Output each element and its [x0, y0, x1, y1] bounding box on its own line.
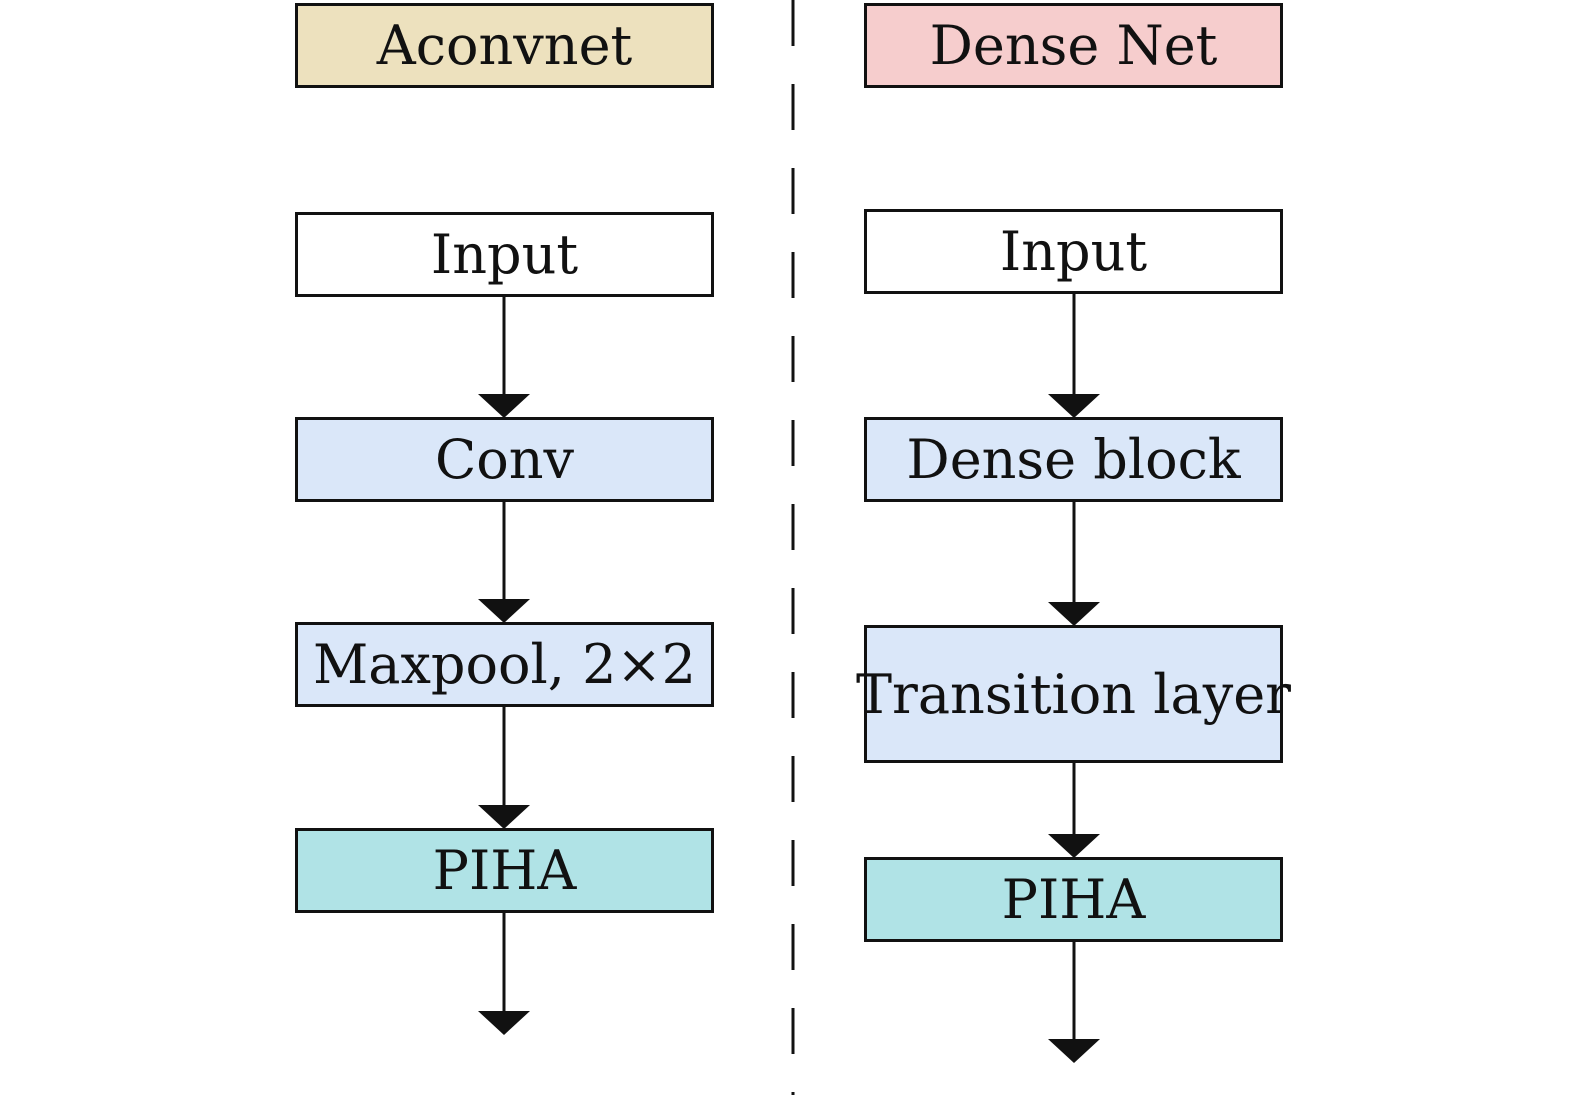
aconvnet-input-node: Input — [295, 212, 714, 297]
aconvnet-piha-node: PIHA — [295, 828, 714, 913]
aconvnet-conv-node: Conv — [295, 417, 714, 502]
densenet-dense-block-node: Dense block — [864, 417, 1283, 502]
arrow-piha-output-left — [478, 913, 530, 1035]
densenet-input-node: Input — [864, 209, 1283, 294]
arrow-maxpool-to-piha — [478, 707, 530, 829]
arrow-piha-output-right — [1048, 942, 1100, 1063]
densenet-piha-node: PIHA — [864, 857, 1283, 942]
arrow-transition-to-piha — [1048, 762, 1100, 858]
densenet-transition-layer-node: Transition layer — [856, 625, 1291, 763]
arrow-conv-to-maxpool — [478, 501, 530, 623]
aconvnet-maxpool-node: Maxpool, 2×2 — [295, 622, 714, 707]
arrow-dense-block-to-transition — [1048, 501, 1100, 626]
arrow-input-to-dense-block — [1048, 293, 1100, 418]
arrow-input-to-conv — [478, 296, 530, 418]
aconvnet-header: Aconvnet — [295, 3, 714, 88]
densenet-header: Dense Net — [864, 3, 1283, 88]
